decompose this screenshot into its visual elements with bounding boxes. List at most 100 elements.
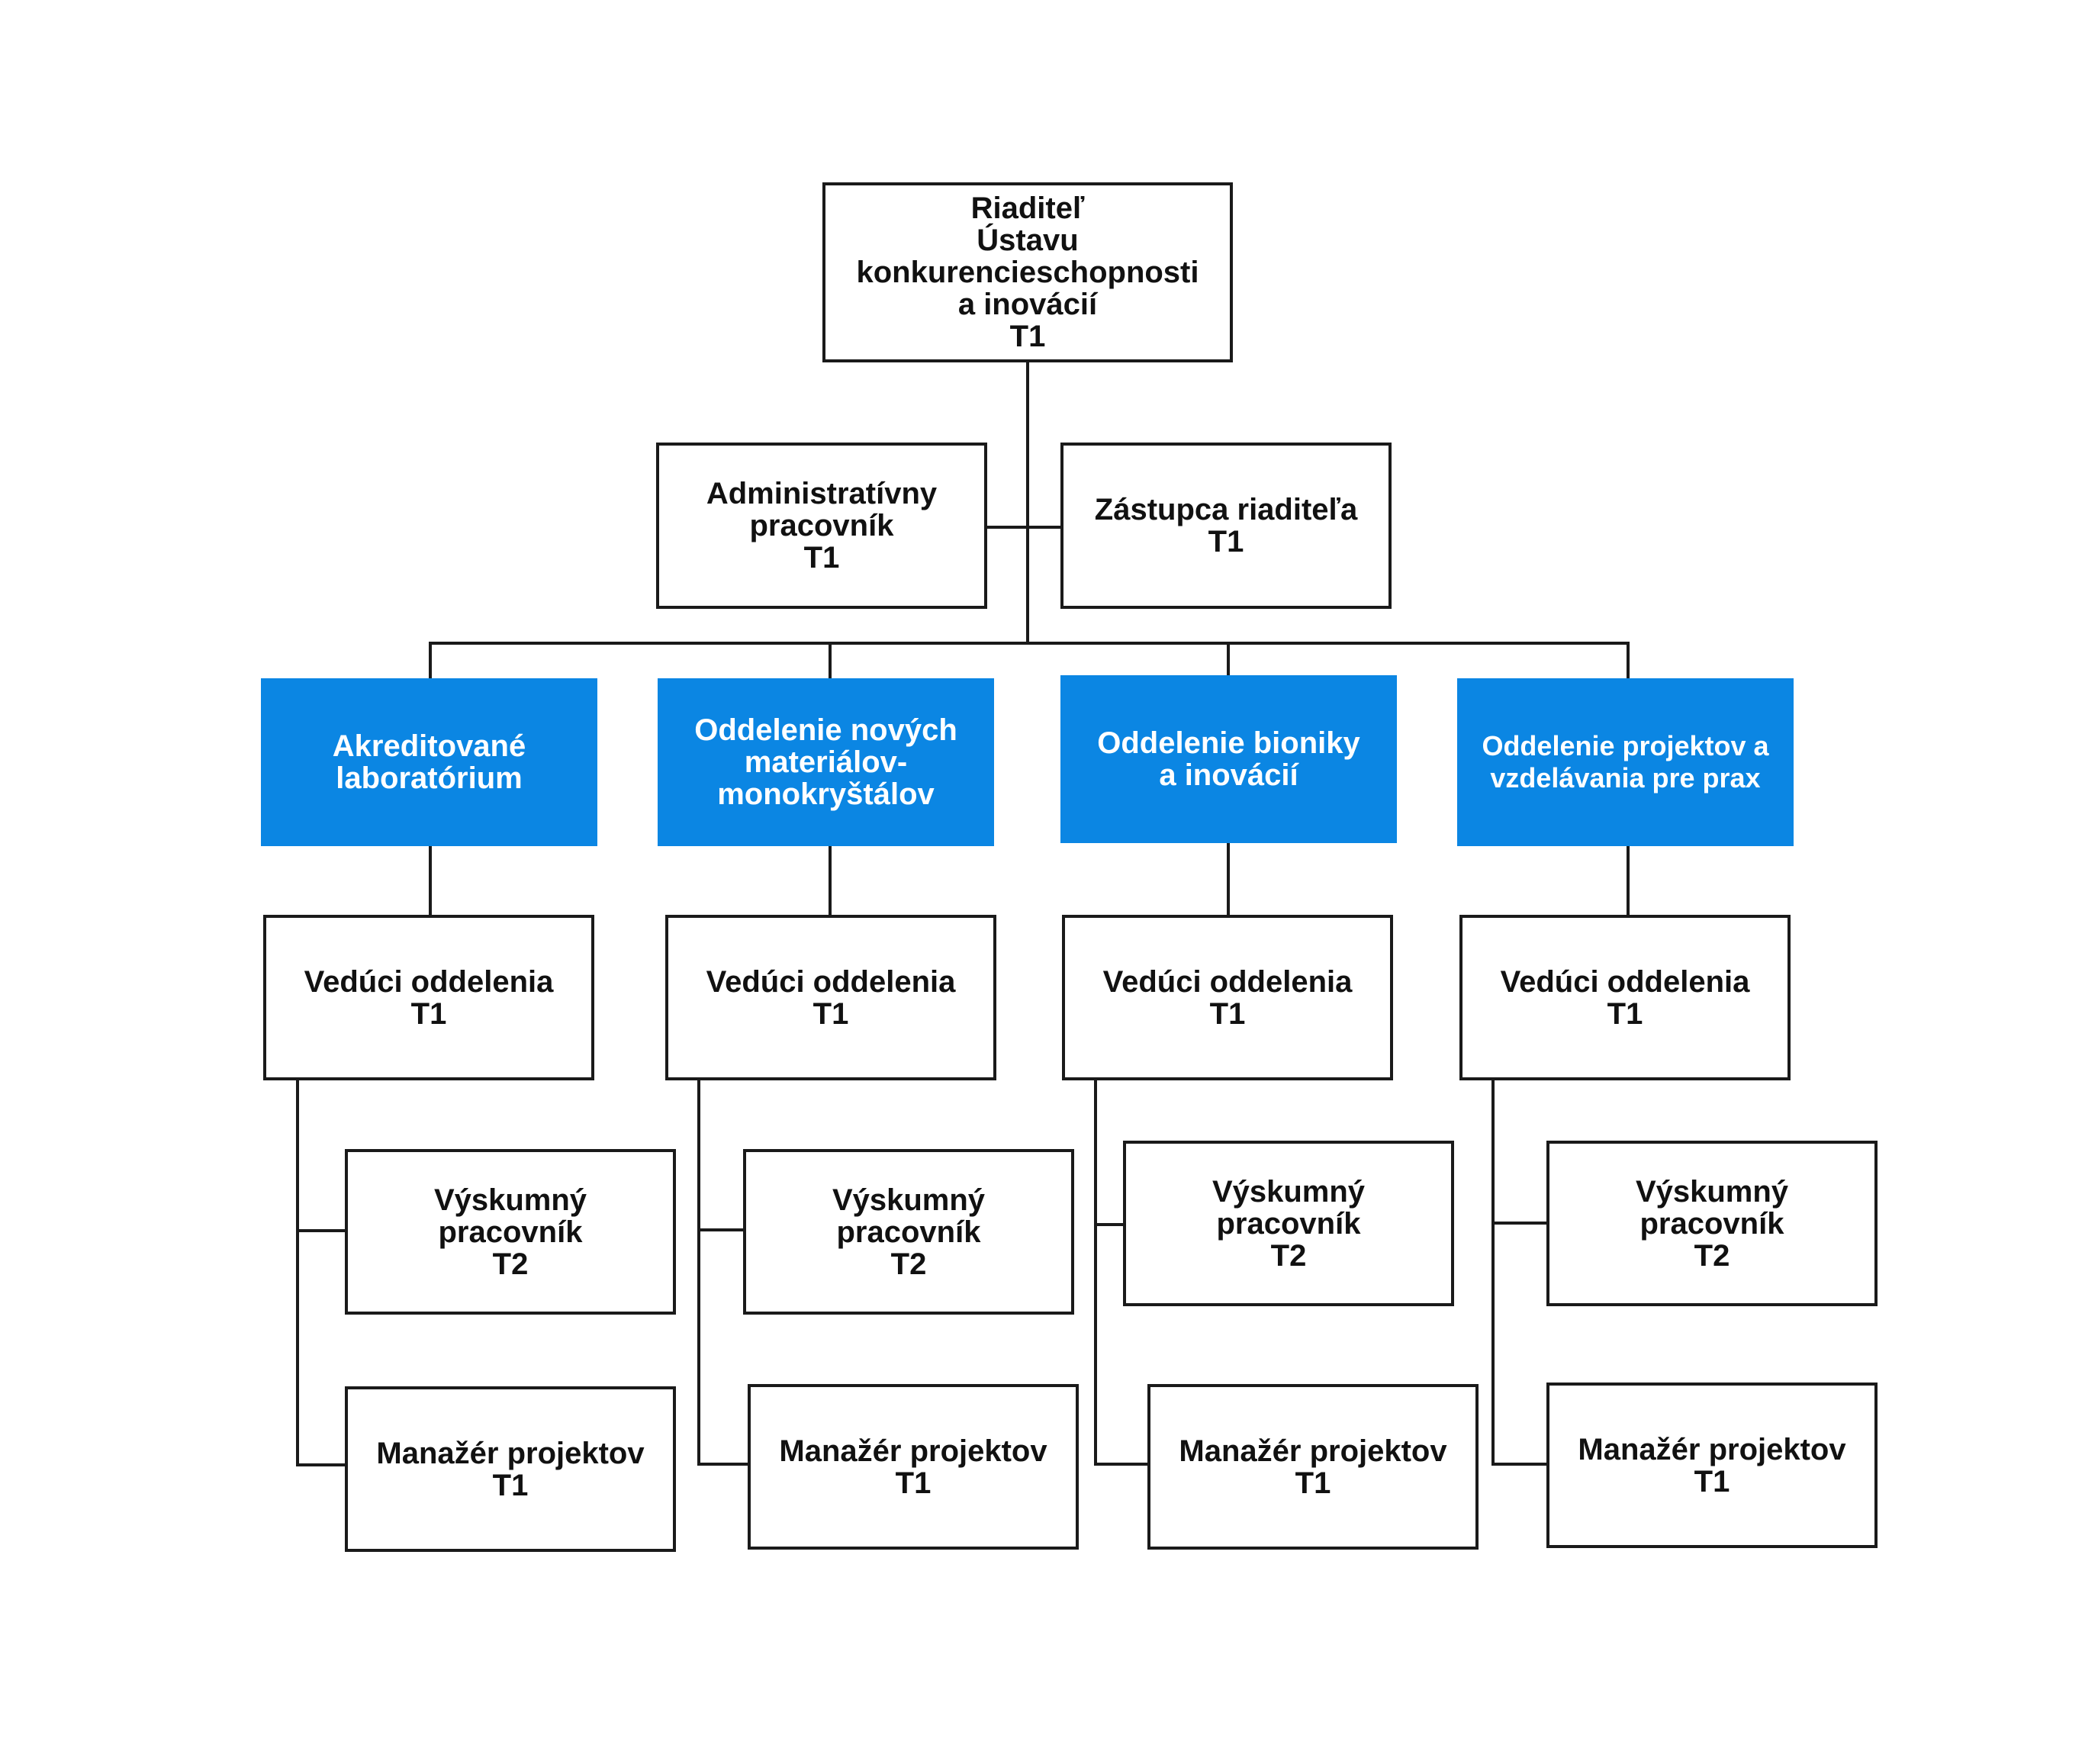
- director-line: Ústavu: [977, 224, 1079, 257]
- researcher-line: T2: [492, 1247, 529, 1281]
- researcher-line: Výskumný: [1635, 1174, 1789, 1209]
- department-box-4: Oddelenie projektov a vzdelávania pre pr…: [1457, 678, 1794, 846]
- head-box-1: Vedúci oddelenia T1: [263, 915, 594, 1080]
- department-box-2: Oddelenie nových materiálov- monokryštál…: [658, 678, 994, 846]
- director-label: Riaditeľ Ústavu konkurencieschopnosti a …: [857, 192, 1199, 352]
- researcher-label-1: Výskumný pracovník T2: [434, 1184, 587, 1280]
- department-title-line: Oddelenie projektov a: [1482, 730, 1769, 761]
- head-label-2: Vedúci oddelenia T1: [706, 966, 956, 1030]
- director-line: konkurencieschopnosti: [856, 256, 1199, 289]
- manager-box-2: Manažér projektov T1: [748, 1384, 1079, 1550]
- head-label-4: Vedúci oddelenia T1: [1501, 966, 1750, 1030]
- department-title-line: Oddelenie bioniky: [1097, 726, 1360, 760]
- manager-label-4: Manažér projektov T1: [1578, 1434, 1845, 1498]
- director-box: Riaditeľ Ústavu konkurencieschopnosti a …: [822, 182, 1233, 362]
- researcher-line: pracovník: [1216, 1206, 1361, 1241]
- connector-branch-2-manager: [697, 1463, 748, 1466]
- connector-branch-4-manager: [1491, 1463, 1546, 1466]
- head-line: T1: [812, 996, 849, 1031]
- connector-branch-3-manager: [1094, 1463, 1147, 1466]
- researcher-line: Výskumný: [1211, 1174, 1366, 1209]
- connector-spine-4: [1491, 1080, 1495, 1466]
- deputy-line: T1: [1208, 525, 1244, 558]
- connector-dept-3-head: [1227, 843, 1230, 915]
- director-line: T1: [1009, 320, 1046, 353]
- manager-box-1: Manažér projektov T1: [345, 1386, 676, 1552]
- manager-line: Manažér projektov: [376, 1436, 645, 1470]
- head-box-4: Vedúci oddelenia T1: [1459, 915, 1791, 1080]
- department-title-4: Oddelenie projektov a vzdelávania pre pr…: [1482, 730, 1768, 794]
- researcher-line: T2: [890, 1247, 927, 1281]
- researcher-line: pracovník: [438, 1215, 583, 1249]
- connector-drop-dept-1: [429, 642, 432, 678]
- researcher-label-2: Výskumný pracovník T2: [832, 1184, 985, 1280]
- connector-branch-1-manager: [296, 1463, 345, 1466]
- head-box-3: Vedúci oddelenia T1: [1062, 915, 1393, 1080]
- department-title-1: Akreditované laboratórium: [333, 730, 526, 794]
- researcher-line: T2: [1270, 1238, 1307, 1273]
- director-line: Riaditeľ: [970, 192, 1085, 225]
- director-line: a inovácií: [957, 288, 1098, 321]
- manager-label-2: Manažér projektov T1: [779, 1435, 1047, 1499]
- researcher-line: Výskumný: [433, 1183, 587, 1217]
- deputy-line: Zástupca riaditeľa: [1094, 493, 1358, 526]
- head-line: Vedúci oddelenia: [706, 964, 956, 999]
- department-title-line: monokryštálov: [717, 777, 935, 811]
- connector-departments-bar: [429, 642, 1630, 645]
- admin-box: Administratívny pracovník T1: [656, 443, 987, 609]
- manager-box-4: Manažér projektov T1: [1546, 1383, 1878, 1548]
- researcher-box-1: Výskumný pracovník T2: [345, 1149, 676, 1315]
- connector-dept-2-head: [829, 846, 832, 915]
- head-line: T1: [1209, 996, 1246, 1031]
- head-label-1: Vedúci oddelenia T1: [304, 966, 554, 1030]
- department-title-line: laboratórium: [336, 761, 523, 795]
- connector-branch-1-researcher: [296, 1229, 345, 1232]
- department-title-line: Oddelenie nových: [694, 713, 957, 747]
- connector-spine-3: [1094, 1080, 1097, 1466]
- department-box-3: Oddelenie bioniky a inovácií: [1060, 675, 1397, 843]
- researcher-box-3: Výskumný pracovník T2: [1123, 1141, 1454, 1306]
- head-line: Vedúci oddelenia: [1500, 964, 1750, 999]
- head-line: T1: [1607, 996, 1643, 1031]
- department-title-line: a inovácií: [1159, 758, 1298, 792]
- connector-branch-2-researcher: [697, 1228, 743, 1231]
- admin-line: Administratívny: [706, 477, 938, 510]
- researcher-label-3: Výskumný pracovník T2: [1212, 1176, 1365, 1272]
- deputy-label: Zástupca riaditeľa T1: [1095, 494, 1357, 558]
- connector-drop-dept-4: [1627, 642, 1630, 678]
- head-line: Vedúci oddelenia: [304, 964, 554, 999]
- researcher-line: T2: [1694, 1238, 1730, 1273]
- connector-branch-4-researcher: [1491, 1222, 1546, 1225]
- connector-branch-3-researcher: [1094, 1223, 1123, 1226]
- manager-line: T1: [895, 1466, 932, 1500]
- manager-line: T1: [1295, 1466, 1331, 1500]
- manager-label-1: Manažér projektov T1: [376, 1437, 644, 1502]
- manager-label-3: Manažér projektov T1: [1179, 1435, 1446, 1499]
- connector-drop-dept-3: [1227, 642, 1230, 677]
- connector-spine-1: [296, 1080, 299, 1466]
- researcher-line: pracovník: [1639, 1206, 1784, 1241]
- connector-drop-dept-2: [829, 642, 832, 678]
- manager-line: T1: [1694, 1464, 1730, 1498]
- department-title-line: Akreditované: [332, 729, 526, 763]
- head-line: T1: [410, 996, 447, 1031]
- researcher-box-4: Výskumný pracovník T2: [1546, 1141, 1878, 1306]
- head-label-3: Vedúci oddelenia T1: [1103, 966, 1353, 1030]
- connector-dept-4-head: [1627, 846, 1630, 915]
- department-title-line: vzdelávania pre prax: [1490, 762, 1761, 793]
- connector-admin-deputy: [987, 526, 1063, 529]
- connector-spine-2: [697, 1080, 700, 1466]
- researcher-line: Výskumný: [832, 1183, 986, 1217]
- department-title-3: Oddelenie bioniky a inovácií: [1097, 727, 1360, 791]
- department-title-2: Oddelenie nových materiálov- monokryštál…: [694, 714, 957, 810]
- connector-dept-1-head: [429, 846, 432, 915]
- head-line: Vedúci oddelenia: [1102, 964, 1353, 999]
- manager-line: Manažér projektov: [1578, 1432, 1846, 1466]
- manager-line: T1: [492, 1468, 529, 1502]
- head-box-2: Vedúci oddelenia T1: [665, 915, 996, 1080]
- researcher-label-4: Výskumný pracovník T2: [1636, 1176, 1788, 1272]
- manager-line: Manažér projektov: [779, 1434, 1047, 1468]
- researcher-line: pracovník: [836, 1215, 981, 1249]
- researcher-box-2: Výskumný pracovník T2: [743, 1149, 1074, 1315]
